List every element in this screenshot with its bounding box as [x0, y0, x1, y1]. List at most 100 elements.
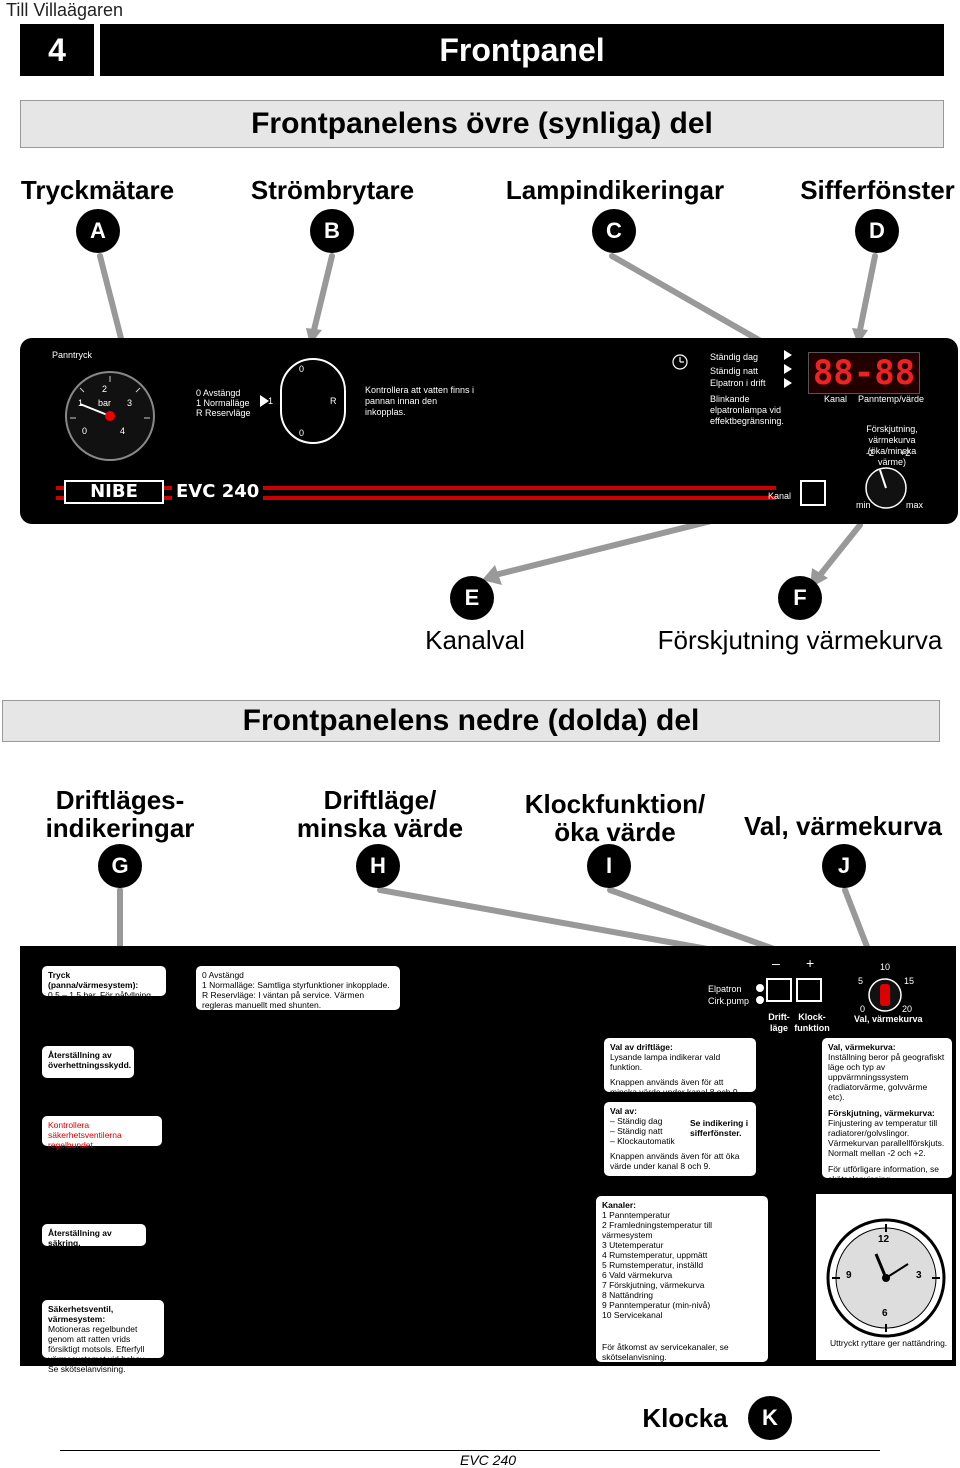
channel-item: 6 Vald värmekurva [602, 1270, 673, 1280]
display-label-channel: Kanal [824, 394, 848, 404]
blink-note: Blinkande elpatronlampa vid effektbegrän… [710, 394, 784, 426]
brand-stripe [56, 486, 776, 490]
mode-button[interactable] [766, 978, 792, 1002]
callout-badge-f: F [778, 576, 822, 620]
switch-label-r: R [330, 396, 337, 406]
callout-label-c: Lampindikeringar [505, 175, 725, 205]
gauge-tick-1: 1 [78, 398, 84, 408]
pressure-gauge [65, 371, 155, 461]
mode-select-body2: Knappen används även för att minska värd… [610, 1077, 740, 1097]
callout-badge-k: K [748, 1396, 792, 1440]
digit-display: 88-88 [808, 352, 920, 394]
lamp-label-night: Ständig natt [710, 366, 759, 376]
heating-safety-valve-title: Säkerhetsventil, värmesystem: [48, 1304, 114, 1324]
mode-button-label: Drift- läge [768, 1012, 790, 1033]
heat-curve-dial[interactable] [860, 970, 910, 1020]
heating-safety-valve-body: Motioneras regelbundet genom att ratten … [48, 1324, 147, 1374]
shift-title: Förskjutning, värmekurva: [828, 1108, 935, 1118]
heat-curve-note: Val, värmekurva: Inställning beror på ge… [822, 1038, 952, 1184]
switch-mode-1: 1 Normalläge [196, 398, 250, 408]
switch-label-0-bottom: 0 [299, 428, 305, 438]
channel-item: 2 Framledningstemperatur till värmesyste… [602, 1220, 713, 1240]
switch-line-1: 1 Normalläge: Samtliga styrfunktioner in… [202, 980, 390, 990]
callout-badge-e: E [450, 576, 494, 620]
channel-item: 5 Rumstemperatur, inställd [602, 1260, 704, 1270]
clock-select-note: Val av: – Ständig dag – Ständig natt – K… [604, 1102, 756, 1176]
shift-range-min: -2 [866, 448, 875, 458]
switch-line-0: 0 Avstängd [202, 970, 244, 980]
callout-label-d: Sifferfönster [800, 175, 955, 205]
clock-select-item-2: – Klockautomatik [610, 1136, 675, 1146]
clock-number-6: 6 [882, 1308, 888, 1319]
shift-label: Förskjutning, värmekurva (öka/minska vär… [866, 424, 918, 467]
clock-select-title: Val av: [610, 1106, 637, 1116]
curve-tick-0: 0 [860, 1004, 866, 1014]
channel-item: 10 Servicekanal [602, 1310, 663, 1320]
callout-label-i: Klockfunktion/ öka värde [524, 789, 706, 847]
indicator-arrow-icon [784, 364, 792, 374]
channels-list: Kanaler: 1 Panntemperatur 2 Framlednings… [596, 1196, 768, 1362]
chapter-number: 4 [20, 24, 94, 76]
callout-badge-h: H [356, 844, 400, 888]
heat-curve-title: Val, värmekurva: [828, 1042, 896, 1052]
switch-label-1: 1 [268, 396, 274, 406]
channel-item: 8 Nattändring [602, 1290, 654, 1300]
curve-tick-20: 20 [902, 1004, 913, 1014]
callout-label-f: Förskjutning värmekurva [657, 625, 943, 655]
channel-item: 3 Utetemperatur [602, 1240, 664, 1250]
mode-select-title: Val av driftläge: [610, 1042, 673, 1052]
section-header: Till Villaägaren [6, 0, 124, 20]
heating-safety-valve-note: Säkerhetsventil, värmesystem: Motioneras… [42, 1300, 164, 1374]
knob-min: min [856, 500, 871, 510]
switch-mode-2: R Reservläge [196, 408, 251, 418]
minus-label: – [772, 955, 780, 971]
lamp-label-day: Ständig dag [710, 352, 759, 362]
mode-select-note: Val av driftläge: Lysande lampa indikera… [604, 1038, 756, 1097]
callout-badge-i: I [587, 844, 631, 888]
lower-section-title: Frontpanelens nedre (dolda) del [2, 700, 940, 742]
callout-badge-c: C [592, 209, 636, 253]
clock-function-button[interactable] [796, 978, 822, 1002]
pressure-note-title: Tryck (panna/värmesystem): [48, 970, 139, 990]
reset-fuse-note: Återställning av säkring. [42, 1224, 146, 1248]
switch-line-2: R Reservläge: I väntan på service. Värme… [202, 990, 365, 1010]
channel-button-label: Kanal [768, 491, 792, 501]
safety-valve-check-note: Kontrollera säkerhetsventilerna regelbun… [42, 1116, 162, 1150]
plus-label: + [806, 955, 815, 971]
lamp-label-heater: Elpatron i drift [710, 378, 766, 388]
more-info-note: För utförligare information, se skötsela… [828, 1164, 940, 1184]
callout-label-j: Val, värmekurva [743, 811, 943, 841]
shift-body: Finjustering av temperatur till radiator… [828, 1118, 945, 1158]
callout-label-e: Kanalval [425, 625, 525, 655]
heat-curve-body: Inställning beror på geografiskt läge oc… [828, 1052, 945, 1102]
clock-number-12: 12 [878, 1234, 890, 1245]
channel-button[interactable] [800, 480, 826, 506]
lamp-label-heater: Elpatron [708, 984, 742, 994]
callout-badge-d: D [855, 209, 899, 253]
pressure-note: Tryck (panna/värmesystem): 0,5 – 1,5 bar… [42, 966, 166, 1010]
lamp-label-pump: Cirk.pump [708, 996, 750, 1006]
clock-icon [672, 354, 688, 370]
channel-item: 9 Panntemperatur (min-nivå) [602, 1300, 711, 1310]
clock-select-item-0: – Ständig dag [610, 1116, 663, 1126]
indicator-arrow-icon [784, 350, 792, 360]
timer-clock[interactable]: 12 3 6 9 Uttryckt ryttare ger nattändrin… [816, 1194, 952, 1360]
model-logo: EVC 240 [172, 480, 264, 504]
callout-badge-g: G [98, 844, 142, 888]
clock-select-hint: Se indikering i sifferfönster. [690, 1118, 749, 1138]
mode-select-body: Lysande lampa indikerar vald funktion. [610, 1052, 721, 1072]
channel-item: 7 Förskjutning, värmekurva [602, 1280, 705, 1290]
curve-dial-label: Val, värmekurva [854, 1014, 923, 1024]
water-check-note: Kontrollera att vatten finns i pannan in… [365, 385, 475, 417]
shift-knob[interactable] [856, 454, 916, 514]
switch-label-0-top: 0 [299, 364, 305, 374]
main-power-switch[interactable] [280, 358, 346, 444]
indicator-arrow-icon [784, 378, 792, 388]
clock-note: Uttryckt ryttare ger nattändring. [830, 1338, 948, 1348]
chapter-title: Frontpanel [100, 24, 944, 76]
curve-tick-5: 5 [858, 976, 864, 986]
callout-label-b: Strömbrytare [250, 175, 415, 205]
gauge-tick-0: 0 [82, 426, 88, 436]
service-access-note: För åtkomst av servicekanaler, se skötse… [602, 1342, 729, 1362]
footer-line [60, 1450, 880, 1451]
